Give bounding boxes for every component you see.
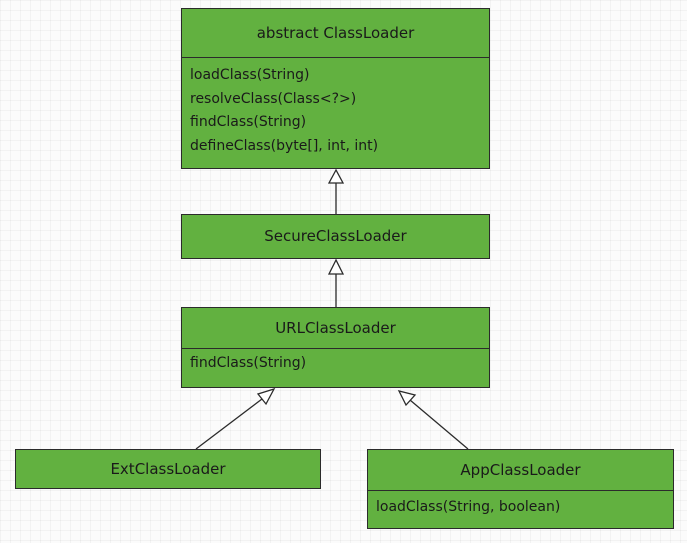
class-extclassloader[interactable]: ExtClassLoader [15,449,321,489]
class-secureclassloader[interactable]: SecureClassLoader [181,214,490,259]
class-urlclassloader-methods: findClass(String) [182,348,489,386]
method-findclass: findClass(String) [190,114,307,130]
method-resolveclass: resolveClass(Class<?>) [190,90,357,107]
class-urlclassloader[interactable]: URLClassLoader findClass(String) [181,307,490,388]
inheritance-arrow-url-right [397,390,417,407]
class-secureclassloader-title: SecureClassLoader [264,227,407,245]
inheritance-arrow-secure [327,258,345,275]
class-classloader-title: abstract ClassLoader [256,24,415,42]
connector-app-to-url [409,399,469,450]
class-classloader[interactable]: abstract ClassLoader loadClass(String) r… [181,8,490,169]
connector-ext-to-url [195,398,263,450]
method-loadclass-boolean: loadClass(String, boolean) [376,499,561,515]
class-classloader-methods: loadClass(String) resolveClass(Class<?>)… [182,57,489,167]
method-findclass: findClass(String) [190,355,307,371]
inheritance-arrow-classloader [327,168,345,184]
inheritance-arrow-url-left [256,387,276,406]
method-loadclass: loadClass(String) [190,67,310,83]
class-extclassloader-title: ExtClassLoader [110,459,226,478]
class-urlclassloader-title: URLClassLoader [275,319,396,337]
class-appclassloader[interactable]: AppClassLoader loadClass(String, boolean… [367,449,674,529]
class-appclassloader-methods: loadClass(String, boolean) [368,490,673,527]
method-defineclass: defineClass(byte[], int, int) [190,137,379,154]
class-appclassloader-title: AppClassLoader [460,461,581,479]
